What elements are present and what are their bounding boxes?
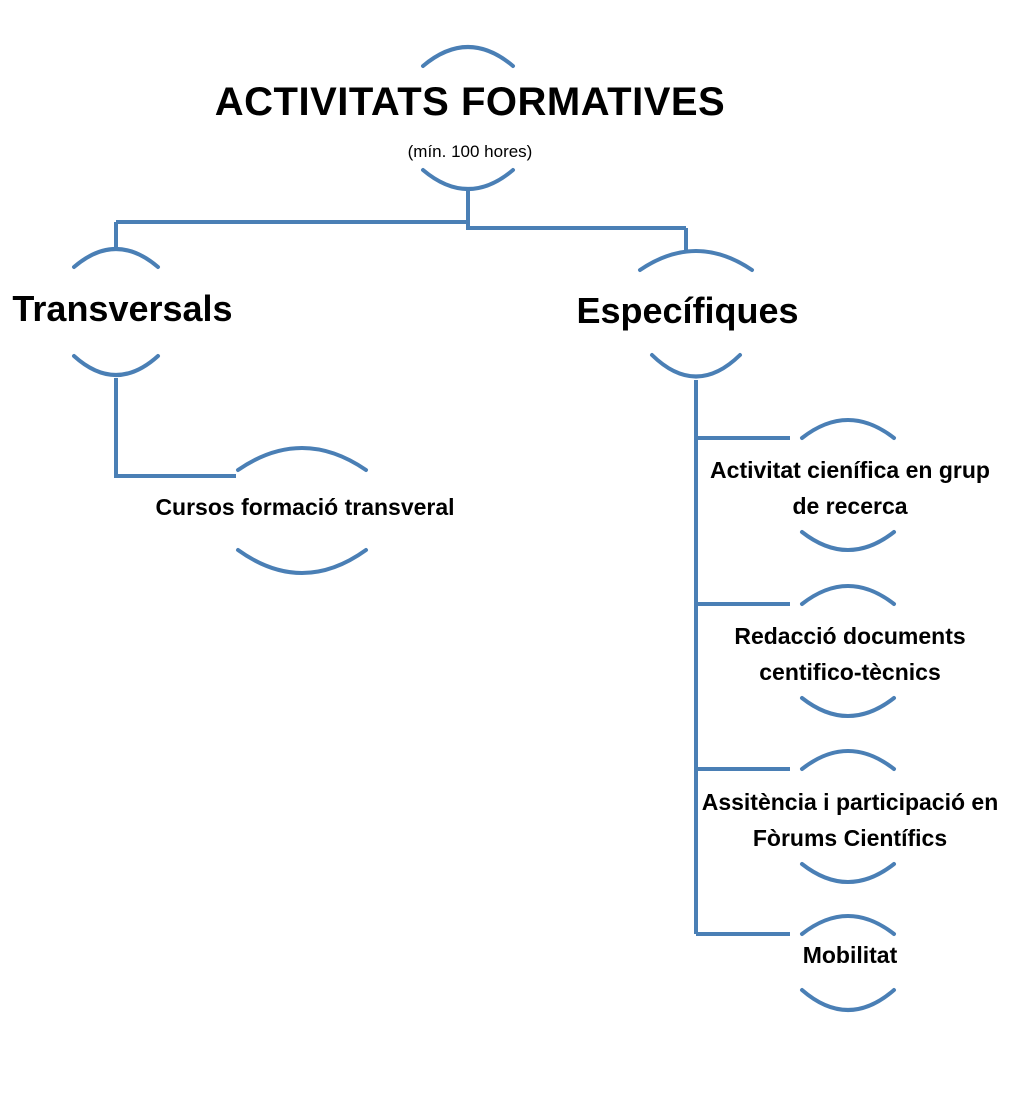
node-redaccio-documents: Redacció documents centifico-tècnics	[734, 623, 966, 685]
activitat-top-arc	[800, 418, 896, 440]
cursos-bottom-arc	[236, 548, 368, 575]
mobilitat-bottom-arc	[800, 988, 896, 1012]
connector-lines	[114, 190, 790, 936]
especifiques-node-shape	[638, 249, 754, 379]
node-transversals: Transversals	[12, 288, 233, 329]
root-bottom-arc	[421, 168, 515, 191]
cursos-top-arc	[236, 446, 368, 472]
root-top-arc	[421, 45, 515, 68]
especifiques-bottom-arc	[650, 353, 742, 379]
assistencia-node-shape	[800, 749, 896, 884]
activitat-bottom-arc	[800, 530, 896, 552]
node-cursos-formacio: Cursos formació transveral	[155, 494, 455, 520]
root-title: ACTIVITATS FORMATIVES	[214, 80, 726, 124]
redaccio-node-shape	[800, 584, 896, 718]
especifiques-top-arc	[638, 249, 754, 272]
activitat-node-shape	[800, 418, 896, 552]
connector-main-bar	[116, 220, 686, 230]
assistencia-bottom-arc	[800, 862, 896, 884]
transversals-bottom-arc	[72, 354, 160, 377]
connector-transversals-to-cursos	[114, 378, 236, 478]
redaccio-top-arc	[800, 584, 896, 606]
transversals-node-shape	[72, 247, 160, 377]
transversals-top-arc	[72, 247, 160, 269]
redaccio-bottom-arc	[800, 696, 896, 718]
node-activitat-cientifica: Activitat cienífica en grup de recerca	[710, 457, 990, 519]
root-subtitle: (mín. 100 hores)	[407, 142, 533, 161]
mobilitat-top-arc	[800, 914, 896, 936]
node-mobilitat: Mobilitat	[802, 942, 898, 968]
root-node-shape	[421, 45, 515, 191]
cursos-node-shape	[236, 446, 368, 575]
assistencia-top-arc	[800, 749, 896, 771]
mobilitat-node-shape	[800, 914, 896, 1012]
node-especifiques: Específiques	[576, 290, 799, 331]
node-assistencia-forums: Assitència i participació en Fòrums Cien…	[701, 789, 999, 851]
